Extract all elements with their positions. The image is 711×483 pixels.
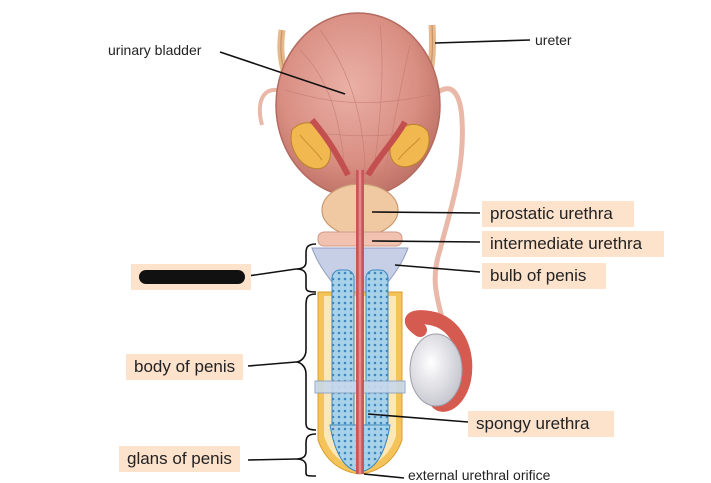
label-glans-of-penis: glans of penis — [119, 446, 240, 472]
bracket-glans — [295, 433, 317, 477]
label-external-urethral-orifice: external urethral orifice — [408, 467, 551, 483]
label-spongy-urethra: spongy urethra — [468, 411, 614, 437]
label-ureter: ureter — [535, 32, 572, 48]
label-prostatic-urethra: prostatic urethra — [482, 201, 634, 227]
label-body-of-penis: body of penis — [126, 354, 244, 380]
label-intermediate-urethra: intermediate urethra — [482, 231, 664, 257]
label-bulb-of-penis: bulb of penis — [482, 263, 606, 289]
corpus-cavernosum-left — [331, 269, 355, 441]
bracket-body — [295, 293, 317, 431]
label-urinary-bladder: urinary bladder — [108, 42, 202, 58]
epididymis — [404, 310, 473, 412]
ductus-deferens — [402, 86, 465, 319]
label-redacted — [131, 264, 251, 290]
urinary-bladder-shape — [275, 12, 441, 198]
redaction-scribble — [139, 270, 245, 284]
leader-lines — [219, 39, 531, 479]
testis — [409, 333, 463, 407]
